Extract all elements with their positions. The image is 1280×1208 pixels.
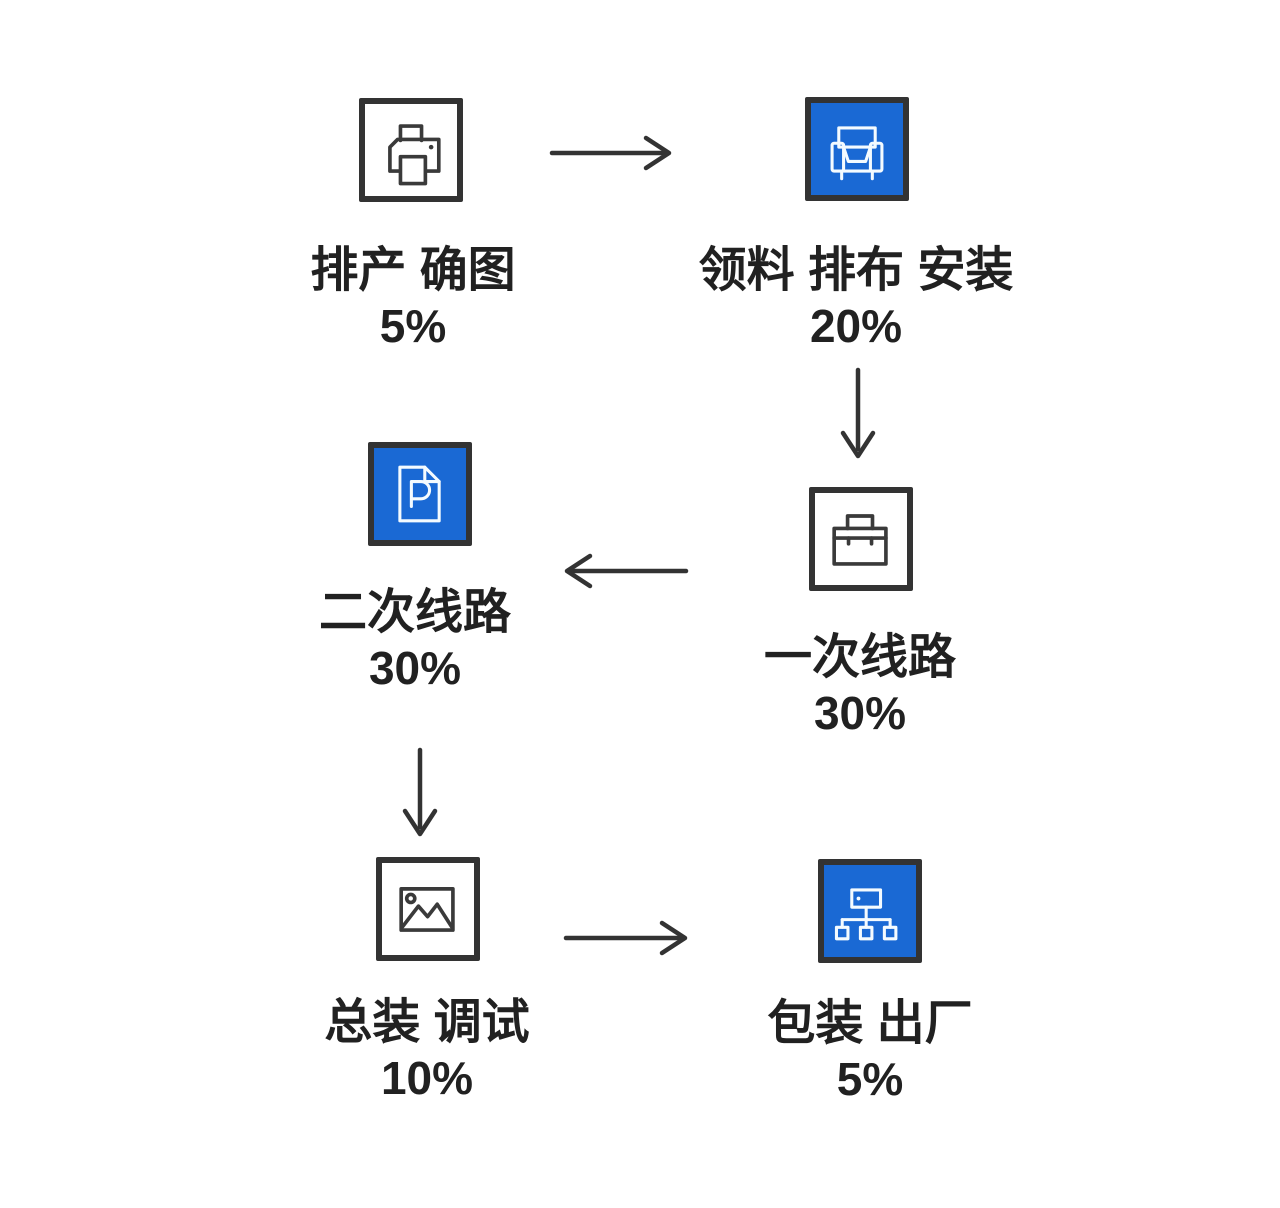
step-1-label: 排产 确图 5% [310, 242, 515, 352]
arrow-step2-step3 [836, 364, 880, 462]
step-3-name: 一次线路 [763, 631, 957, 684]
step-6-percent: 5% [836, 1053, 904, 1105]
step-1-percent: 5% [379, 300, 447, 352]
sofa-icon [805, 97, 909, 201]
step-3-label: 一次线路 30% [764, 629, 956, 739]
step-4-percent: 30% [368, 642, 462, 694]
step-3-percent: 30% [813, 687, 907, 739]
printer-icon [359, 98, 463, 202]
step-5-name: 总装 调试 [324, 996, 530, 1049]
step-4-label: 二次线路 30% [319, 584, 511, 694]
sitemap-icon [818, 859, 922, 963]
document-p-icon [368, 442, 472, 546]
image-icon [376, 857, 480, 961]
step-6-label: 包装 出厂 5% [767, 995, 972, 1105]
arrow-step3-step4 [560, 549, 692, 593]
arrow-step1-step2 [546, 131, 676, 175]
briefcase-icon [809, 487, 913, 591]
step-2-label: 领料 排布 安装 20% [699, 242, 1014, 352]
arrow-step4-step5 [398, 744, 442, 840]
step-6-name: 包装 出厂 [767, 997, 973, 1050]
step-2-name: 领料 排布 安装 [698, 244, 1014, 297]
step-5-label: 总装 调试 10% [324, 994, 529, 1104]
step-1-name: 排产 确图 [310, 244, 516, 297]
step-4-name: 二次线路 [318, 586, 512, 639]
step-5-percent: 10% [380, 1052, 474, 1104]
step-2-percent: 20% [809, 300, 903, 352]
arrow-step5-step6 [560, 916, 692, 960]
